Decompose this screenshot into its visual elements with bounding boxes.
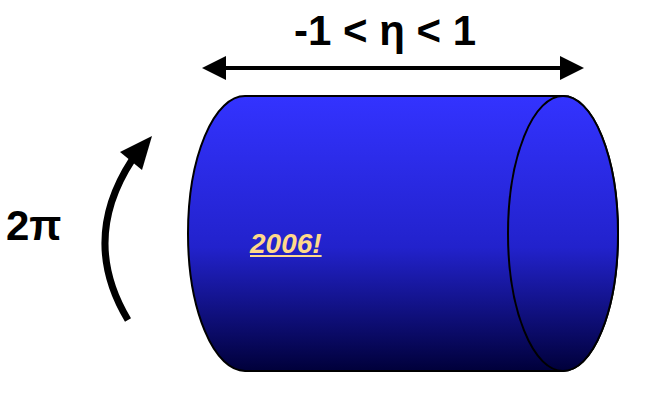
cylinder-shape: 2006! [188, 95, 620, 372]
range-label: -1 < η < 1 [294, 10, 476, 52]
angle-label: 2π [6, 205, 62, 247]
width-arrow [214, 66, 572, 70]
rotation-arrow [105, 160, 132, 320]
rotation-arrowhead [120, 136, 152, 170]
cylinder-text: 2006! [250, 229, 322, 260]
cylinder-body [188, 96, 618, 371]
cylinder-end [508, 96, 618, 371]
